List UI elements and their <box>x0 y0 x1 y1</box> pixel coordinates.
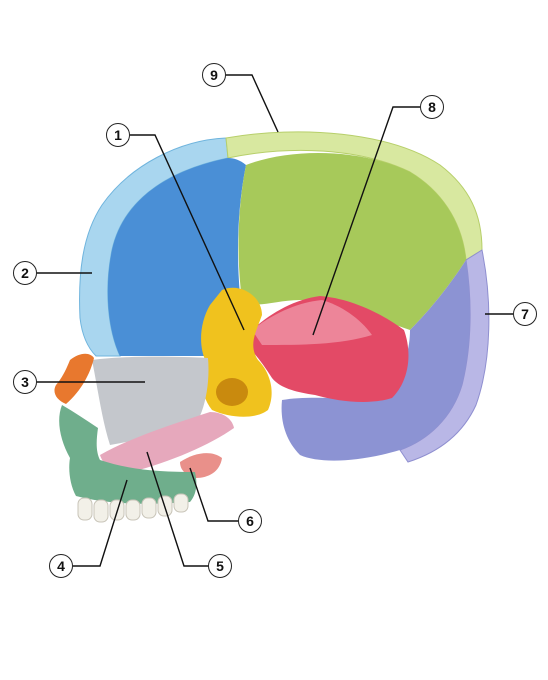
callout-4: 4 <box>49 554 73 578</box>
palatine-bone <box>180 453 222 478</box>
sella-turcica <box>216 378 248 406</box>
callout-1: 1 <box>106 123 130 147</box>
callout-2: 2 <box>13 261 37 285</box>
teeth <box>77 493 189 523</box>
callout-6: 6 <box>238 509 262 533</box>
nasal-bone <box>54 353 94 404</box>
parietal-bone <box>238 153 466 330</box>
occipital-bone <box>281 260 471 461</box>
callout-8: 8 <box>420 95 444 119</box>
callout-3: 3 <box>13 370 37 394</box>
callout-7: 7 <box>513 302 537 326</box>
callout-5: 5 <box>208 554 232 578</box>
leader-lines <box>37 74 513 567</box>
callout-9: 9 <box>202 63 226 87</box>
vomer-bone <box>100 412 234 473</box>
temporal-squama <box>252 300 372 345</box>
maxilla-bone <box>59 405 197 504</box>
